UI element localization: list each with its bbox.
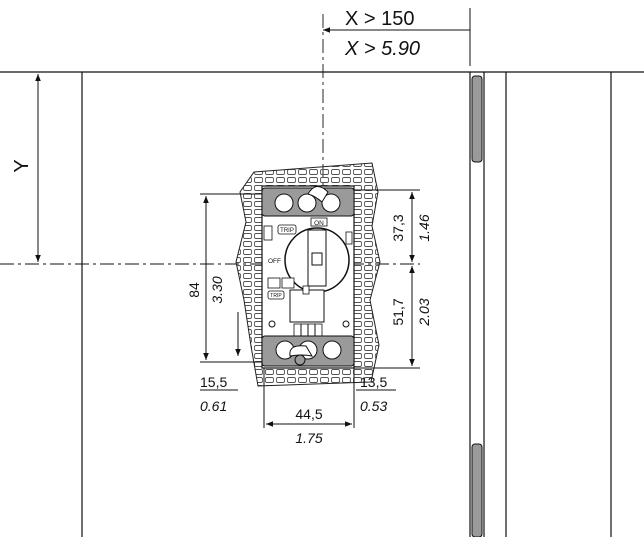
trip-test-button: [267, 277, 281, 289]
height-in: 3.30: [209, 276, 225, 303]
on-label: ON: [314, 220, 324, 227]
mounting-clip-top: [307, 186, 329, 203]
lower-in: 2.03: [416, 298, 432, 326]
left-offset-in: 0.61: [200, 398, 227, 414]
upper-in: 1.46: [416, 214, 432, 241]
height-mm: 84: [186, 282, 202, 298]
mounting-screw-icon: [294, 354, 306, 366]
dimension-right: [354, 189, 420, 369]
on-label-box: [310, 217, 328, 227]
trip-label: TRIP: [280, 228, 294, 234]
lower-mm: 51,7: [390, 298, 406, 325]
y-dimension-label: Y: [11, 159, 33, 172]
right-offset-mm: 13,5: [360, 374, 387, 390]
motor-protection-switch: ON TRIP OFF TRIP: [261, 185, 355, 369]
trip-label-box: [277, 224, 297, 235]
dimension-y: [30, 71, 80, 262]
x-dimension-in: X > 5.90: [344, 38, 420, 60]
door-hinge: [471, 75, 483, 537]
mounting-clip-bottom: [289, 345, 314, 357]
left-offset-mm: 15,5: [200, 374, 227, 390]
width-mm: 44,5: [295, 406, 322, 422]
terminal-screw-icon: [297, 193, 317, 213]
terminal-screw-icon: [274, 193, 294, 213]
width-in: 1.75: [295, 430, 322, 446]
trip-test-label: TRIP: [270, 293, 282, 299]
dimension-offsets: [200, 312, 396, 428]
terminal-screw-icon: [322, 340, 342, 360]
x-dimension-mm: X > 150: [345, 8, 415, 30]
off-label: OFF: [268, 258, 281, 265]
dimension-height: [200, 193, 262, 363]
dimension-x: [323, 8, 471, 66]
upper-mm: 37,3: [390, 214, 406, 241]
aux-contact-block: [289, 289, 325, 323]
enclosure-panel: [0, 71, 644, 537]
right-offset-in: 0.53: [360, 398, 387, 414]
terminal-screw-icon: [321, 193, 341, 213]
